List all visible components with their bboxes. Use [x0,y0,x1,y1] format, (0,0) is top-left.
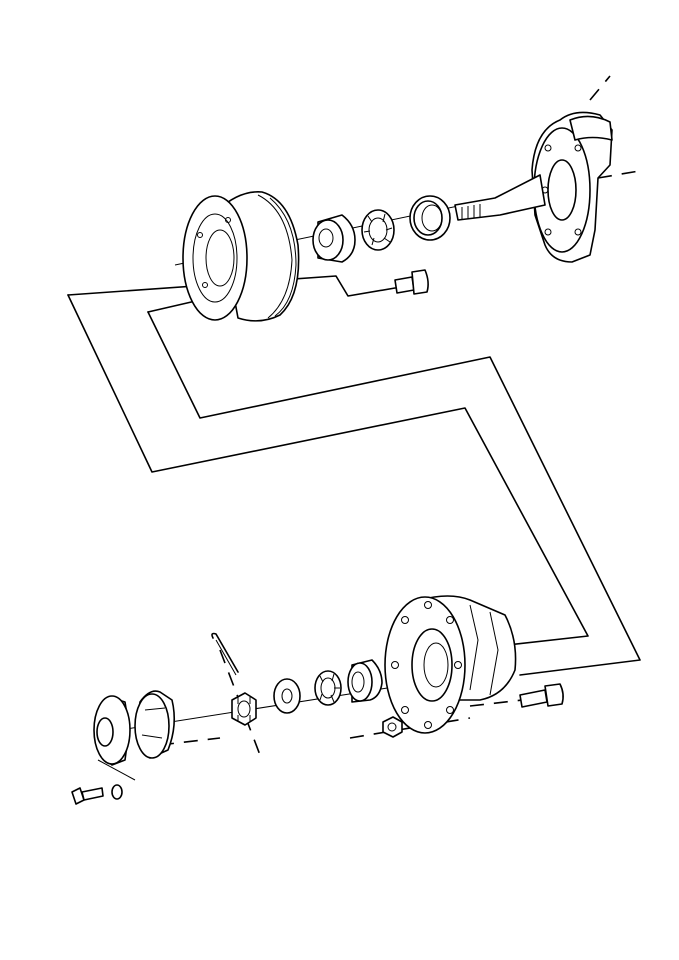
rotor-bolt [394,269,429,295]
brake-rotor-drum [182,191,300,322]
thrust-washer [273,678,301,714]
axle-spindle [454,174,546,221]
outer-bearing-cone [361,209,395,251]
cap-screw [71,787,104,805]
wheel-hub [384,595,517,734]
cotter-pin [211,632,239,676]
lug-nut [382,716,403,738]
seal [409,195,451,241]
hub-cap [93,695,136,781]
inner-bearing-cone [314,670,342,706]
spindle-knuckle [531,111,613,263]
inner-bearing-race [347,659,383,703]
wheel-stud [519,683,564,708]
assembly-path-lines [67,275,641,676]
outer-bearing-race [312,214,356,263]
lock-washer [111,784,123,800]
dust-cap [134,690,176,759]
castle-nut [231,692,257,726]
